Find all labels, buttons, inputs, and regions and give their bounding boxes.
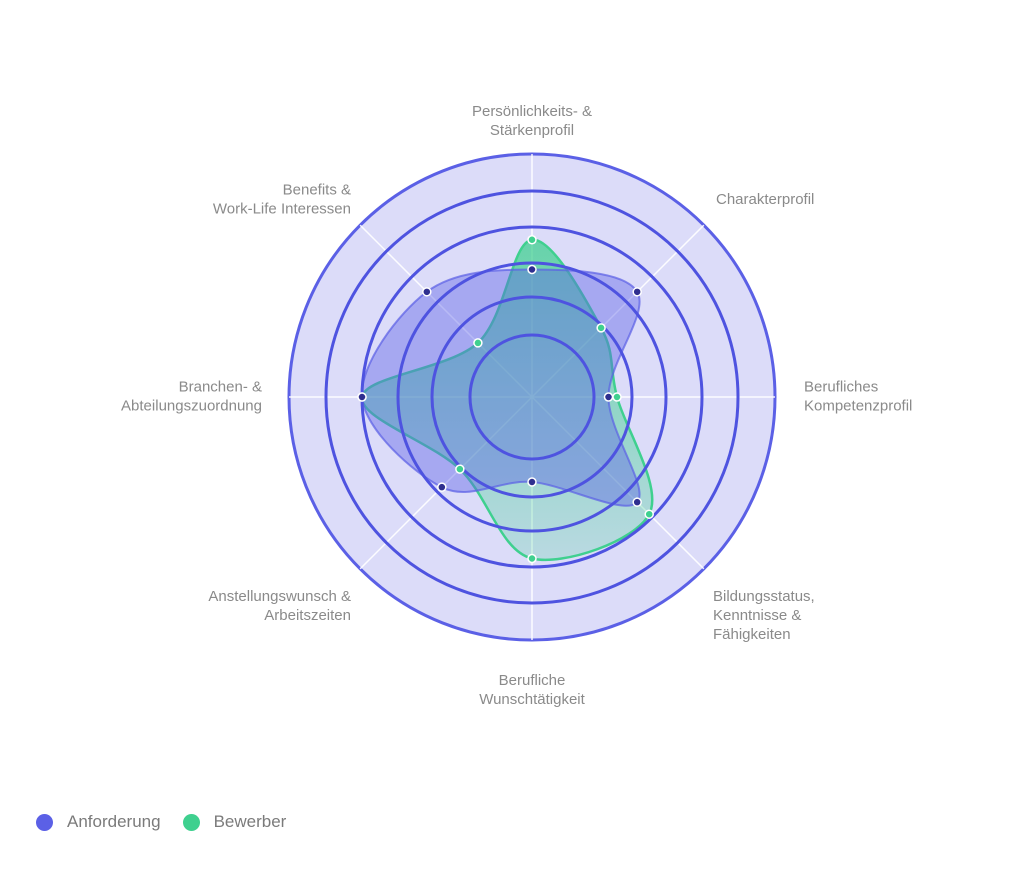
legend-item-anforderung[interactable]: Anforderung — [36, 812, 161, 832]
axis-label-line: Benefits & — [283, 181, 351, 198]
axis-label-line: Arbeitszeiten — [264, 607, 351, 624]
axis-label: Benefits & Work-Life Interessen — [213, 181, 351, 217]
axis-label-line: Anstellungswunsch & — [208, 588, 351, 605]
series-area-bewerber — [360, 238, 654, 561]
data-point-bewerber[interactable] — [596, 323, 606, 333]
axis-label-line: Work-Life Interessen — [213, 200, 351, 217]
axis-label-line: Abteilungszuordnung — [121, 397, 262, 414]
axis-label-line: Stärkenprofil — [490, 122, 574, 139]
data-point-anforderung[interactable] — [357, 392, 367, 402]
legend-swatch-bewerber — [182, 813, 200, 831]
data-point-anforderung[interactable] — [603, 392, 614, 402]
data-point-anforderung[interactable] — [527, 477, 537, 487]
grid-ring — [324, 189, 740, 605]
data-point-bewerber[interactable] — [473, 338, 483, 348]
legend-swatch-anforderung — [36, 813, 53, 831]
axis-label-line: Charakterprofil — [716, 191, 814, 208]
legend-item-bewerber[interactable]: Bewerber — [182, 812, 287, 832]
data-point-anforderung[interactable] — [632, 497, 642, 507]
axis-label: Persönlichkeits- & Stärkenprofil — [472, 103, 592, 139]
data-point-anforderung[interactable] — [437, 482, 447, 492]
grid-ring — [468, 333, 596, 461]
axis-label-line: Berufliches — [804, 378, 878, 395]
data-point-bewerber[interactable] — [455, 464, 465, 474]
grid-rings — [324, 189, 740, 605]
legend: Anforderung Bewerber — [36, 812, 286, 832]
axis-label-line: Branchen- & — [179, 378, 262, 395]
data-point-bewerber[interactable] — [527, 553, 537, 564]
points-anforderung — [357, 264, 642, 507]
axis-label: Branchen- & Abteilungszuordnung — [121, 378, 262, 414]
data-point-anforderung[interactable] — [632, 287, 642, 297]
data-point-bewerber[interactable] — [527, 235, 537, 245]
series-bewerber — [360, 238, 654, 561]
axis-label: Bildungsstatus, Kenntnisse & Fähigkeiten — [713, 588, 815, 643]
data-point-bewerber[interactable] — [644, 509, 654, 519]
legend-label-bewerber: Bewerber — [213, 812, 287, 831]
axis-labels: Persönlichkeits- & StärkenprofilCharakter… — [121, 103, 912, 708]
axis-label-line: Wunschtätigkeit — [479, 691, 585, 708]
axis-label-line: Kenntnisse & — [713, 607, 801, 624]
legend-label-anforderung: Anforderung — [67, 812, 161, 831]
grid-ring — [396, 261, 668, 533]
axis-label-line: Fähigkeiten — [713, 626, 791, 643]
data-point-anforderung[interactable] — [527, 264, 537, 275]
axis-label: Charakterprofil — [716, 191, 814, 208]
grid-ring — [430, 295, 634, 499]
axis-label: Anstellungswunsch & Arbeitszeiten — [208, 588, 351, 624]
data-point-bewerber[interactable] — [612, 392, 622, 402]
axis-label-line: Bildungsstatus, — [713, 588, 815, 605]
axis-label-line: Kompetenzprofil — [804, 397, 912, 414]
axis-label-line: Berufliche — [499, 672, 566, 689]
data-point-anforderung[interactable] — [422, 287, 432, 297]
axis-label-line: Persönlichkeits- & — [472, 103, 592, 120]
